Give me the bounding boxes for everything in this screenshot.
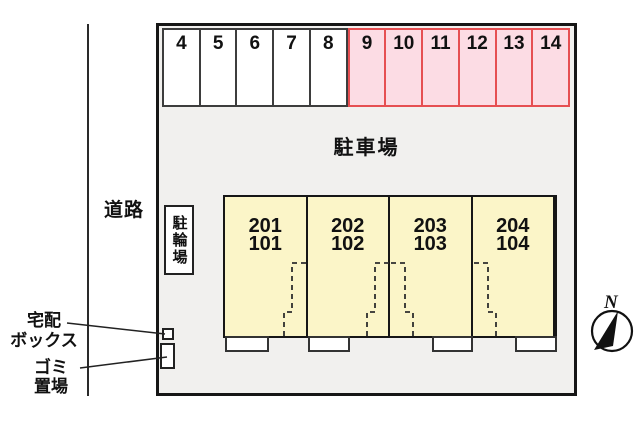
compass: N xyxy=(590,292,634,353)
unit-upper-number: 201 xyxy=(248,215,282,237)
road-label: 道路 xyxy=(103,200,144,221)
entrance-porch xyxy=(515,336,557,352)
road-edge-line xyxy=(87,24,89,396)
unit-lower-number: 103 xyxy=(413,233,447,255)
parking-stall-5: 5 xyxy=(198,28,238,107)
parking-stall-10: 10 xyxy=(384,28,424,107)
parking-stall-row: 4 5 6 7 8 9 10 11 12 13 14 xyxy=(162,28,571,107)
compass-needle xyxy=(594,311,618,350)
unit-cell-4: 204 104 xyxy=(473,197,555,336)
unit-cell-1: 201 101 xyxy=(225,197,308,336)
garbage-area-label: ゴミ 置場 xyxy=(20,358,82,396)
unit-upper-number: 202 xyxy=(331,215,365,237)
bicycle-parking-box: 駐輪場 xyxy=(164,205,194,275)
unit-upper-number: 203 xyxy=(413,215,447,237)
delivery-box-label-line2: ボックス xyxy=(10,331,78,350)
parking-stall-6: 6 xyxy=(235,28,275,107)
parking-stall-11: 11 xyxy=(421,28,460,107)
garbage-area-label-line2: 置場 xyxy=(34,377,68,396)
unit-upper-number: 204 xyxy=(496,215,530,237)
compass-circle xyxy=(590,309,634,353)
parking-stall-4: 4 xyxy=(162,28,201,107)
parking-stall-7: 7 xyxy=(272,28,311,107)
site-boundary: 4 5 6 7 8 9 10 11 12 13 14 駐車場 駐輪場 201 1… xyxy=(156,23,577,396)
entrance-porch xyxy=(225,336,269,352)
entrance-porch xyxy=(308,336,350,352)
parking-stall-8: 8 xyxy=(308,28,348,107)
parking-stall-12: 12 xyxy=(457,28,497,107)
delivery-box-label-line1: 宅配 xyxy=(27,311,61,330)
parking-stall-13: 13 xyxy=(494,28,534,107)
delivery-box-marker xyxy=(162,328,174,340)
garbage-area-marker xyxy=(160,343,175,369)
unit-lower-number: 104 xyxy=(496,233,530,255)
parking-stall-14: 14 xyxy=(531,28,571,107)
unit-lower-number: 102 xyxy=(331,233,365,255)
compass-north-label: N xyxy=(603,292,619,313)
parking-stall-9: 9 xyxy=(347,28,387,107)
garbage-area-label-line1: ゴミ xyxy=(34,358,68,377)
building-outline: 201 101 202 102 203 103 204 104 xyxy=(223,195,557,352)
unit-lower-number: 101 xyxy=(248,233,282,255)
unit-cell-2: 202 102 xyxy=(308,197,390,336)
garbage-area-leader-line xyxy=(79,356,168,369)
unit-cell-3: 203 103 xyxy=(390,197,473,336)
entrance-porch xyxy=(432,336,473,352)
parking-area-label: 駐車場 xyxy=(333,137,400,159)
delivery-box-label: 宅配 ボックス xyxy=(0,311,88,351)
